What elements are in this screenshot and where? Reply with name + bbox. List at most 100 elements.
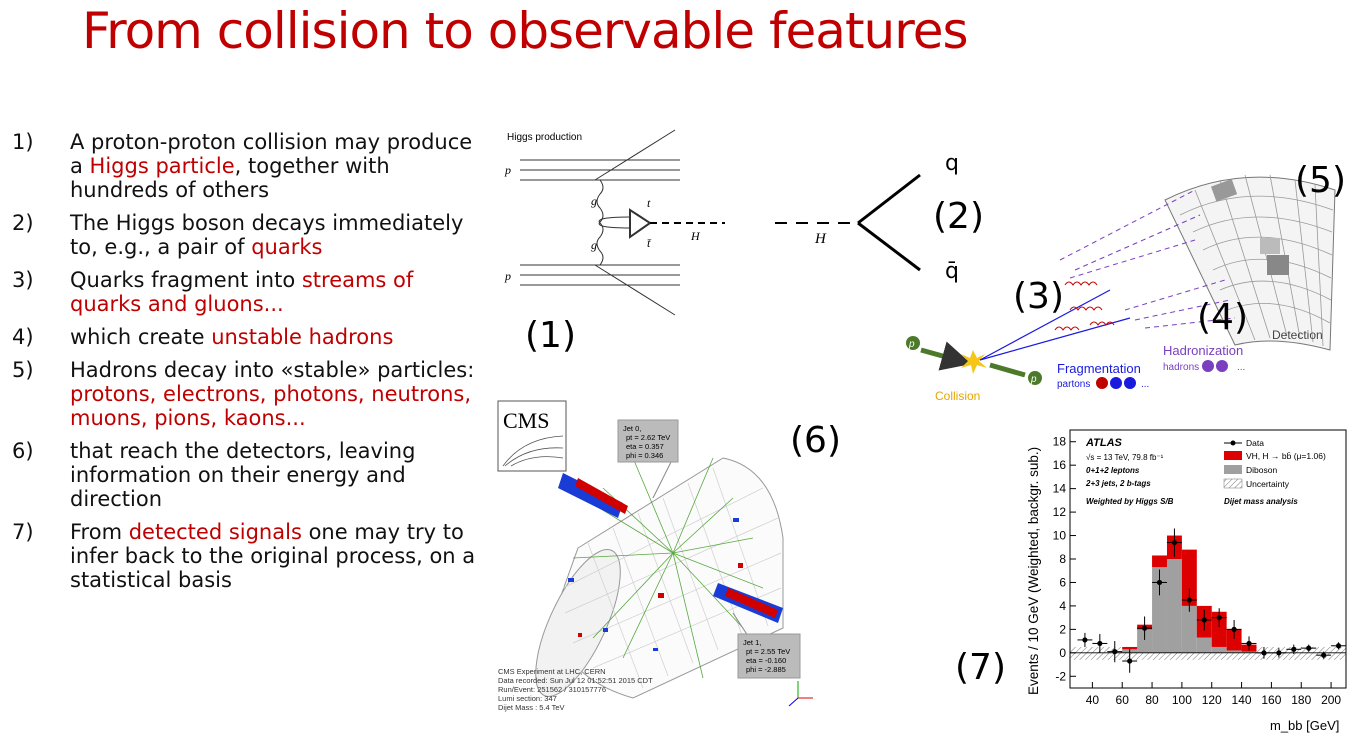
chart-ylabel: Events / 10 GeV (Weighted, backgr. sub.) [1026, 447, 1041, 695]
bar-diboson [1196, 637, 1212, 653]
step-number: 5) [12, 358, 34, 382]
legend-vh: VH, H → bb̄ (μ=1.06) [1246, 451, 1326, 461]
data-point [1216, 615, 1222, 621]
jet0-line-3: eta = 0.357 [626, 442, 664, 451]
axis-triad-icon [788, 681, 813, 707]
cascade-hadronization: Hadronization [1163, 343, 1243, 358]
step-item: 1)A proton-proton collision may produce … [12, 130, 482, 202]
cascade-detection: Detection [1272, 328, 1323, 342]
jet1-line-2: pt = 2.55 TeV [746, 647, 790, 656]
atlas-weighting: Weighted by Higgs S/B [1086, 497, 1174, 506]
higgs-decay-diagram: H q q̄ [775, 151, 959, 284]
data-point [1186, 597, 1192, 603]
data-point [1246, 640, 1252, 647]
step-text: Hadrons decay into «stable» particles: [70, 358, 475, 382]
cms-info-3: Run/Event: 251562 / 310157776 [498, 685, 606, 694]
cascade-p-right: p [1030, 374, 1037, 385]
feynman-caption: Higgs production [507, 132, 582, 143]
x-tick-label: 100 [1172, 693, 1192, 707]
step-text: Quarks fragment into [70, 268, 302, 292]
bar-diboson [1181, 605, 1197, 653]
step-item: 2)The Higgs boson decays immediately to,… [12, 211, 482, 259]
x-tick-label: 80 [1145, 693, 1159, 707]
legend-diboson: Diboson [1246, 465, 1277, 475]
y-tick-label: 0 [1059, 646, 1066, 660]
legend-uncertainty: Uncertainty [1246, 479, 1290, 489]
atlas-leptons: 0+1+2 leptons [1086, 466, 1140, 475]
y-tick-label: 2 [1059, 622, 1066, 636]
bar-diboson [1137, 629, 1153, 653]
step-highlight: protons, electrons, photons, neutrons, m… [70, 382, 471, 430]
bar-diboson [1226, 650, 1242, 653]
step-text: From [70, 520, 129, 544]
feynman-tbar: t̄ [647, 236, 651, 250]
atlas-analysis: Dijet mass analysis [1224, 497, 1298, 506]
cascade-partons: partons [1057, 379, 1090, 390]
higgs-production-diagram: Higgs production p p g g t t̄ H [504, 129, 725, 316]
step-item: 6) that reach the detectors, leaving info… [12, 439, 482, 511]
slide-title: From collision to observable features [82, 2, 969, 60]
decay-h: H [814, 231, 827, 247]
detector-barrel [535, 457, 784, 699]
label-5: (5) [1295, 160, 1346, 201]
cms-info-1: CMS Experiment at LHC, CERN [498, 667, 606, 676]
step-text: that reach the detectors, leaving inform… [70, 439, 416, 511]
y-tick-label: 8 [1059, 552, 1066, 566]
step-highlight: unstable hadrons [211, 325, 394, 349]
data-point [1306, 645, 1312, 651]
y-tick-label: 10 [1053, 529, 1067, 543]
step-text: one may try to infer back to the origina… [70, 520, 476, 592]
step-number: 4) [12, 325, 34, 349]
y-tick-label: 6 [1059, 575, 1066, 589]
bar-diboson [1166, 559, 1182, 653]
data-point [1201, 617, 1207, 623]
x-tick-label: 160 [1261, 693, 1281, 707]
feynman-p-bottom: p [504, 269, 511, 283]
bar-vh [1122, 646, 1138, 650]
jet1-line-4: phi = -2.885 [746, 665, 786, 674]
cms-event-display: CMS Jet 0, pt = 2.62 TeV eta = 0.357 phi… [497, 400, 813, 712]
x-tick-label: 140 [1232, 693, 1252, 707]
step-text: which create [70, 325, 212, 349]
feynman-g-top: g [591, 194, 597, 208]
data-point [1276, 650, 1282, 656]
step-highlight: detected signals [128, 520, 302, 544]
step-number: 7) [12, 520, 34, 544]
data-point [1141, 625, 1148, 631]
data-point [1171, 539, 1178, 546]
bar-vh [1152, 555, 1167, 568]
label-4: (4) [1197, 297, 1248, 338]
data-point [1097, 640, 1103, 647]
feynman-g-bottom: g [591, 238, 597, 252]
data-point [1112, 649, 1118, 655]
jet0-line-2: pt = 2.62 TeV [626, 433, 670, 442]
jet1-line-1: Jet 1, [743, 638, 761, 647]
x-tick-label: 120 [1202, 693, 1222, 707]
bar-vh [1211, 611, 1227, 647]
step-text: A proton-proton collision may produce a [70, 130, 473, 178]
cascade-fragmentation: Fragmentation [1057, 361, 1141, 376]
y-tick-label: 4 [1059, 599, 1066, 613]
y-tick-label: 12 [1053, 505, 1067, 519]
cascade-hadrons: hadrons [1163, 362, 1199, 373]
data-point [1156, 579, 1163, 586]
chart-xlabel: m_bb [GeV] [1270, 718, 1339, 733]
step-text: , together with hundreds of others [70, 154, 390, 202]
bar-diboson [1152, 567, 1167, 653]
cascade-collision: Collision [935, 389, 980, 403]
data-point [1082, 637, 1088, 643]
step-number: 3) [12, 268, 34, 292]
label-7: (7) [955, 647, 1006, 688]
collision-cascade-diagram: p p Collision Fragmentation partons ... … [906, 174, 1336, 403]
x-tick-label: 40 [1086, 693, 1100, 707]
label-3: (3) [1013, 276, 1064, 317]
cms-info-2: Data recorded: Sun Jul 12 01:52:51 2015 … [498, 676, 653, 685]
x-tick-label: 180 [1291, 693, 1311, 707]
data-point [1261, 650, 1267, 656]
legend-data: Data [1246, 438, 1264, 448]
step-number: 6) [12, 439, 34, 463]
y-tick-label: 18 [1053, 435, 1067, 449]
label-2: (2) [933, 196, 984, 237]
steps-list: 1)A proton-proton collision may produce … [12, 130, 482, 601]
